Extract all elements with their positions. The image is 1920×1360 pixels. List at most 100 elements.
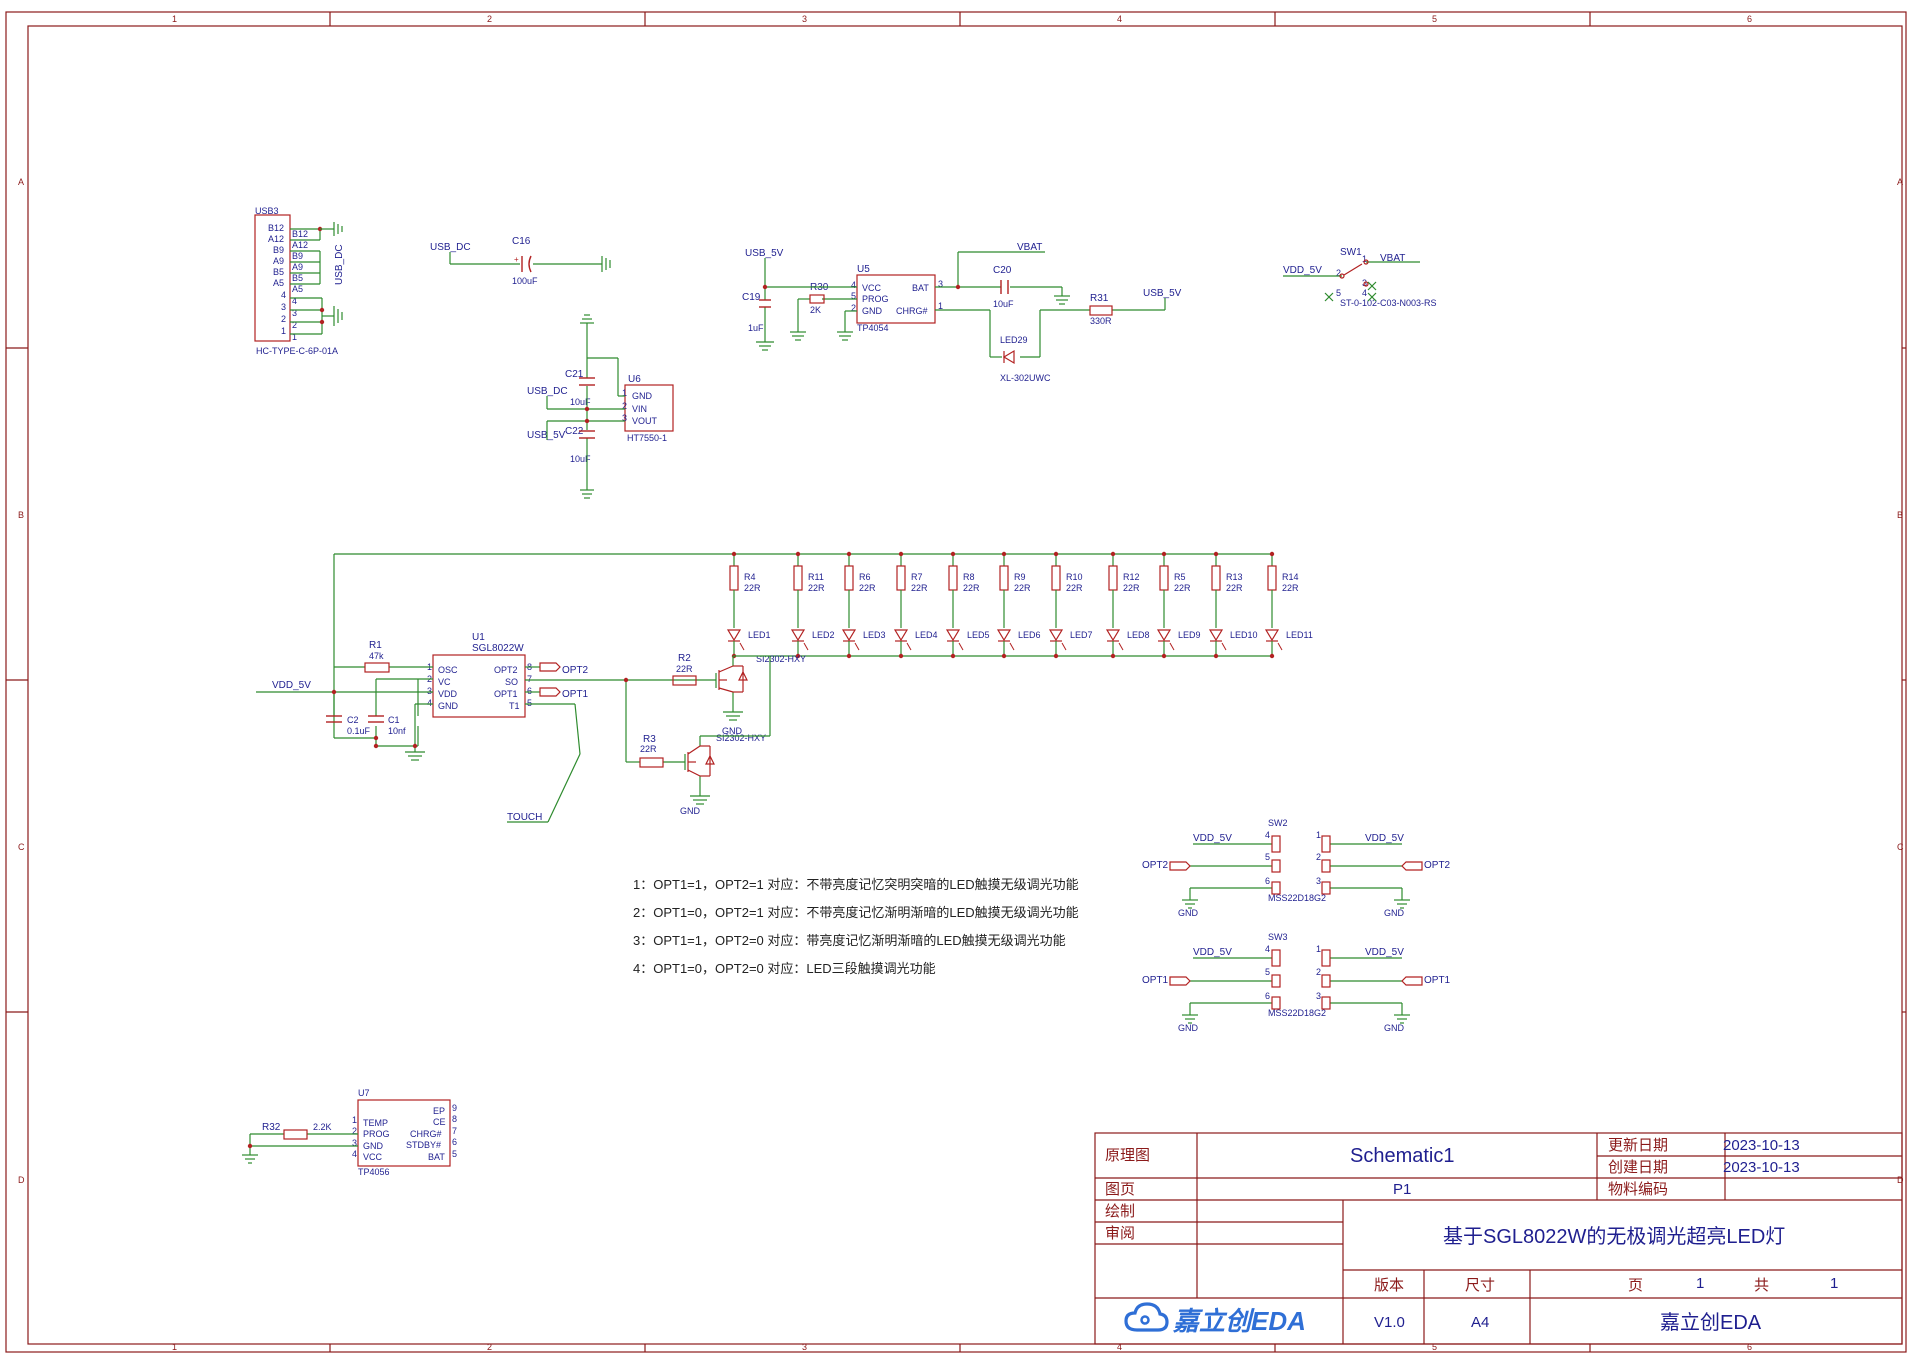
r30-value: 2K bbox=[810, 305, 821, 315]
sw3-option-switch[interactable]: SW3 MSS22D18G2 VDD_5V VDD_5V OPT1 OPT1 G… bbox=[1142, 932, 1451, 1033]
c21-value: 10uF bbox=[570, 397, 591, 407]
col-label: 4 bbox=[1117, 1342, 1122, 1352]
net-label-vdd-5v: VDD_5V bbox=[1365, 833, 1404, 844]
led-arrow bbox=[1277, 642, 1283, 651]
usb-pin: 1 bbox=[281, 326, 286, 336]
u1-pin: T1 bbox=[509, 701, 520, 711]
mosfet-driver[interactable]: R2 22R R3 22R SI2302-HXY SI2302-HXY GND … bbox=[623, 653, 806, 816]
junction-dot bbox=[1001, 551, 1007, 557]
u1-pin: VDD bbox=[438, 689, 458, 699]
u6-pinnum: 3 bbox=[622, 413, 627, 423]
u5-pinnum: 4 bbox=[851, 280, 856, 290]
col-label: 6 bbox=[1747, 1342, 1752, 1352]
resistor-value-label: 22R bbox=[1014, 583, 1031, 593]
col-label: 6 bbox=[1747, 14, 1752, 24]
opt1-port bbox=[539, 687, 561, 697]
r1-ref: R1 bbox=[369, 640, 382, 651]
u7-part: TP4056 bbox=[358, 1167, 390, 1177]
resistor-r14 bbox=[1267, 565, 1277, 591]
c16-capacitor[interactable]: USB_DC C16 100uF + bbox=[430, 236, 611, 286]
junction-dot bbox=[1053, 653, 1059, 659]
u1-pin: VC bbox=[438, 677, 451, 687]
led-led4 bbox=[893, 629, 909, 642]
c20-value: 10uF bbox=[993, 299, 1014, 309]
u5-pinnum: 2 bbox=[851, 303, 856, 313]
u1-pin: OPT1 bbox=[494, 689, 518, 699]
sw2-option-switch[interactable]: SW2 MSS22D18G2 VDD_5V VDD_5V OPT2 OPT2 G… bbox=[1142, 818, 1451, 918]
resistor-r7 bbox=[896, 565, 906, 591]
note-line: 2：OPT1=0，OPT2=1 对应：不带亮度记忆渐明渐暗的LED触摸无级调光功… bbox=[633, 905, 1079, 920]
u7-charger[interactable]: U7 TEMP PROG GND VCC 1 2 3 4 EP CE CHRG#… bbox=[242, 1088, 457, 1177]
tb-company: 嘉立创EDA bbox=[1660, 1311, 1762, 1334]
resistor-value-label: 22R bbox=[1282, 583, 1299, 593]
u7-pin: TEMP bbox=[363, 1118, 388, 1128]
gnd-label: GND bbox=[1178, 1023, 1199, 1033]
led-led8 bbox=[1105, 629, 1121, 642]
resistor-r6 bbox=[844, 565, 854, 591]
mode-notes: 1：OPT1=1，OPT2=1 对应：不带亮度记忆突明突暗的LED触摸无级调光功… bbox=[633, 877, 1079, 976]
usb-pin: A12 bbox=[268, 234, 284, 244]
r2-ref: R2 bbox=[678, 653, 691, 664]
r3-ref: R3 bbox=[643, 734, 656, 745]
sw2-pin: 3 bbox=[1316, 876, 1321, 886]
junction-dot bbox=[1213, 551, 1219, 557]
tb-label-created: 创建日期 bbox=[1608, 1159, 1668, 1176]
usb-pin: A5 bbox=[273, 278, 284, 288]
col-label: 1 bbox=[172, 14, 177, 24]
r3-value: 22R bbox=[640, 744, 657, 754]
led-ref-label: LED6 bbox=[1018, 630, 1041, 640]
gnd-label: GND bbox=[1384, 908, 1405, 918]
sw3-pin: 2 bbox=[1316, 967, 1321, 977]
tb-label-drawn: 绘制 bbox=[1105, 1203, 1135, 1220]
r31-value: 330R bbox=[1090, 316, 1112, 326]
u5-charger[interactable]: U5 VCC PROG GND 4 5 2 BAT CHRG# 3 1 TP40… bbox=[742, 242, 1182, 383]
net-label-vdd-5v: VDD_5V bbox=[1193, 947, 1232, 958]
sw1-switch[interactable]: SW1 VDD_5V VBAT ST-0-102-C03-N003-RS 2 1… bbox=[1283, 247, 1437, 308]
c2-value: 0.1uF bbox=[347, 726, 371, 736]
tb-label-total: 共 bbox=[1754, 1277, 1769, 1294]
tb-version: V1.0 bbox=[1374, 1314, 1405, 1331]
led-ref-label: LED10 bbox=[1230, 630, 1258, 640]
tb-label-material: 物料编码 bbox=[1608, 1181, 1668, 1198]
junction-dot bbox=[898, 653, 904, 659]
u5-pin: BAT bbox=[912, 283, 929, 293]
sw3-pin: 5 bbox=[1265, 967, 1270, 977]
u7-pinnum: 9 bbox=[452, 1103, 457, 1113]
row-label: D bbox=[1897, 1175, 1904, 1185]
resistor-r10 bbox=[1051, 565, 1061, 591]
led-arrow bbox=[1061, 642, 1067, 651]
led-led11 bbox=[1264, 629, 1280, 642]
sw2-pin: 5 bbox=[1265, 852, 1270, 862]
u5-pinnum: 1 bbox=[938, 301, 943, 311]
led-led1 bbox=[726, 629, 742, 642]
sw3-pin: 4 bbox=[1265, 944, 1270, 954]
usb-connector[interactable]: USB3 B12 A12 B9 A9 B5 A5 4 3 2 1 B12 A12… bbox=[254, 206, 345, 356]
gnd-label: GND bbox=[722, 726, 743, 736]
jlc-logo: 嘉立创EDA bbox=[1124, 1302, 1306, 1336]
junction-dot bbox=[1269, 653, 1275, 659]
resistor-r8 bbox=[948, 565, 958, 591]
net-label-vbat: VBAT bbox=[1380, 253, 1405, 264]
tb-label-version: 版本 bbox=[1374, 1277, 1404, 1294]
sw1-pin: 5 bbox=[1336, 288, 1341, 298]
led-columns: R422RLED1R1122RLED2R622RLED3R722RLED4R82… bbox=[726, 551, 1313, 659]
led-arrow bbox=[1118, 642, 1124, 651]
row-label: B bbox=[1897, 510, 1903, 520]
u6-regulator[interactable]: U6 GND VIN VOUT 1 2 3 HT7550-1 C21 10uF … bbox=[527, 314, 674, 499]
usb-part: HC-TYPE-C-6P-01A bbox=[256, 346, 338, 356]
junction-dot bbox=[846, 551, 852, 557]
resistor-ref-label: R11 bbox=[808, 572, 824, 582]
c19-ref: C19 bbox=[742, 292, 761, 303]
usb-pin: B5 bbox=[292, 273, 303, 283]
u1-pin: SO bbox=[505, 677, 518, 687]
c1-ref: C1 bbox=[388, 715, 400, 725]
u1-dimmer-ic[interactable]: U1 SGL8022W OSC VC VDD GND 1 2 3 4 OPT2 … bbox=[256, 632, 673, 823]
c16-value: 100uF bbox=[512, 276, 538, 286]
tb-project-title: 基于SGL8022W的无极调光超亮LED灯 bbox=[1443, 1225, 1785, 1248]
junction-dot bbox=[1001, 653, 1007, 659]
sw2-pin: 6 bbox=[1265, 876, 1270, 886]
row-label: A bbox=[1897, 177, 1903, 187]
u7-pinnum: 8 bbox=[452, 1114, 457, 1124]
tb-label-size: 尺寸 bbox=[1465, 1277, 1495, 1294]
